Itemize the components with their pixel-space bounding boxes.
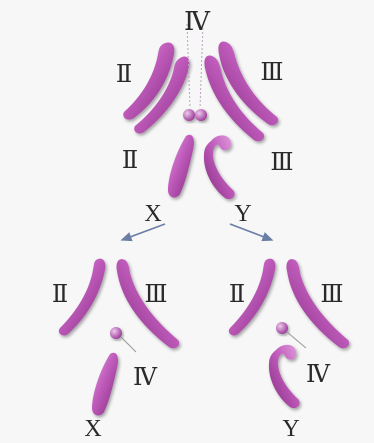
label-iii-top: Ⅲ bbox=[260, 60, 283, 86]
chromosome-x-bottom-left bbox=[92, 353, 118, 416]
label-y-branch: Y bbox=[234, 201, 251, 227]
top-chromosome-set: Ⅳ Ⅱ Ⅲ Ⅱ Ⅲ X Y bbox=[116, 7, 294, 227]
label-ii-bottom-left: Ⅱ bbox=[52, 282, 68, 308]
label-ii-top: Ⅱ bbox=[116, 62, 132, 88]
chromosome-iv-bottom-left bbox=[110, 327, 122, 339]
label-iv-top: Ⅳ bbox=[184, 7, 211, 36]
label-x-branch: X bbox=[144, 201, 161, 227]
chromosome-iii-pair-top bbox=[204, 42, 278, 142]
bottom-right-gamete: Ⅱ Ⅲ Ⅳ Y bbox=[229, 259, 349, 442]
chromosome-y-bottom-right bbox=[269, 345, 300, 408]
chromosome-ii-pair-top bbox=[123, 42, 189, 133]
chromosome-y-top bbox=[204, 135, 235, 199]
label-x-bottom-left: X bbox=[84, 416, 101, 442]
label-y-bottom-right: Y bbox=[282, 416, 299, 442]
label-iv-bottom-left: Ⅳ bbox=[133, 365, 158, 391]
label-iii-bottom-right: Ⅲ bbox=[320, 282, 343, 308]
label-ii-mid: Ⅱ bbox=[122, 148, 138, 174]
label-ii-bottom-right: Ⅱ bbox=[229, 282, 245, 308]
chromosome-iv-bottom-right bbox=[276, 322, 288, 334]
chromosome-x-top bbox=[168, 135, 194, 198]
label-iv-bottom-right: Ⅳ bbox=[306, 362, 331, 388]
pointer-iv-bottom-left bbox=[121, 337, 136, 352]
label-iii-mid: Ⅲ bbox=[270, 150, 293, 176]
bottom-left-gamete: Ⅱ Ⅲ Ⅳ X bbox=[52, 259, 179, 442]
label-iii-bottom-left: Ⅲ bbox=[144, 282, 167, 308]
